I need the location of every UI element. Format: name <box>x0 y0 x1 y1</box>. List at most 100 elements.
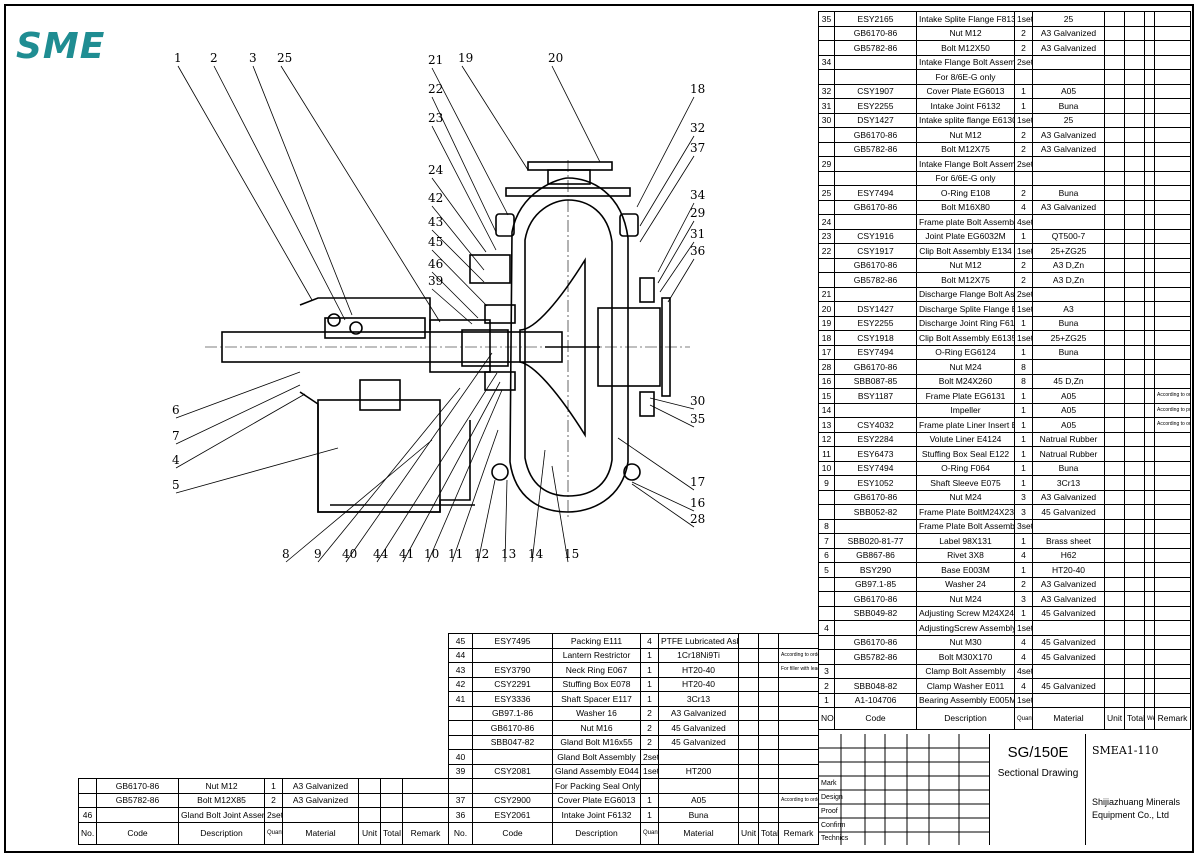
mt-cell: 41 <box>448 691 473 707</box>
callout-number: 18 <box>690 82 705 96</box>
mt-cell: Neck Ring E067 <box>552 662 641 678</box>
rt-cell <box>1154 40 1191 56</box>
rt-cell <box>1154 83 1191 99</box>
rt-cell <box>1154 228 1191 244</box>
rt-cell: GB6170-86 <box>834 359 917 375</box>
leader-line <box>461 65 529 171</box>
rt-cell <box>1124 112 1145 128</box>
mt-cell <box>778 633 819 649</box>
mt-cell <box>758 807 779 823</box>
mt-h-desc: Description <box>552 821 641 845</box>
rt-cell <box>1104 315 1125 331</box>
mt-cell <box>738 720 759 736</box>
callout-number: 35 <box>690 412 705 426</box>
rt-cell: Bolt M12X50 <box>916 40 1015 56</box>
rt-cell <box>818 127 835 143</box>
mt-cell <box>738 807 759 823</box>
rt-cell: O-Ring E108 <box>916 185 1015 201</box>
rt-cell: Label 98X131 <box>916 533 1015 549</box>
rt-cell: 32 <box>818 83 835 99</box>
rt-cell: 7 <box>818 533 835 549</box>
lt-cell <box>358 807 381 823</box>
mt-cell: 43 <box>448 662 473 678</box>
callout-number: 29 <box>690 206 705 220</box>
rt-cell: Nut M24 <box>916 359 1015 375</box>
rt-cell: 22 <box>818 243 835 259</box>
mt-cell <box>758 647 779 663</box>
rt-cell <box>1124 649 1145 665</box>
lt-cell: Gland Bolt Joint Assembly <box>178 807 265 823</box>
callout-number: 43 <box>428 215 443 229</box>
lt-cell <box>358 778 381 794</box>
rt-cell <box>1104 620 1125 636</box>
rt-cell <box>1104 243 1125 259</box>
rt-cell <box>1144 228 1155 244</box>
leader-line <box>252 65 353 316</box>
mt-cell <box>758 734 779 750</box>
mt-cell <box>738 633 759 649</box>
mt-cell: CSY2291 <box>472 676 553 692</box>
rt-cell: 24 <box>818 214 835 230</box>
mt-cell <box>448 720 473 736</box>
callout-number: 34 <box>690 188 706 202</box>
rt-cell <box>1104 141 1125 157</box>
callout-number: 11 <box>448 547 463 561</box>
rt-cell: 3 <box>1014 504 1033 520</box>
rt-cell: A3 Galvanized <box>1032 576 1105 592</box>
rt-cell: 45 Galvanized <box>1032 678 1105 694</box>
mt-cell: 1 <box>640 676 659 692</box>
rt-cell <box>818 504 835 520</box>
rt-cell <box>1124 562 1145 578</box>
rt-cell: 29 <box>818 156 835 172</box>
lt-cell <box>402 792 449 808</box>
leader-line <box>531 449 546 563</box>
rt-cell <box>1144 286 1155 302</box>
leader-line <box>551 465 569 563</box>
rt-cell <box>1014 170 1033 186</box>
rt-cell: 1 <box>1014 431 1033 447</box>
rt-cell: 1 <box>1014 562 1033 578</box>
rt-cell <box>1124 475 1145 491</box>
rt-cell <box>1154 649 1191 665</box>
rt-cell: GB5782-86 <box>834 649 917 665</box>
rt-cell <box>1104 417 1125 433</box>
rt-cell: SBB052-82 <box>834 504 917 520</box>
rt-cell <box>1144 518 1155 534</box>
rt-cell: A3 Galvanized <box>1032 40 1105 56</box>
rt-cell: GB6170-86 <box>834 591 917 607</box>
mt-cell <box>778 705 819 721</box>
rt-cell <box>1144 402 1155 418</box>
callout-number: 15 <box>564 547 579 561</box>
rt-cell <box>1124 359 1145 375</box>
rt-cell: A05 <box>1032 388 1105 404</box>
rt-cell: 25 <box>1032 112 1105 128</box>
mt-cell <box>778 676 819 692</box>
rt-cell: 1 <box>1014 344 1033 360</box>
lt-cell: 46 <box>78 807 97 823</box>
rt-cell <box>1104 199 1125 215</box>
leader-line <box>431 177 487 253</box>
rt-cell: 3 <box>1014 489 1033 505</box>
lt-cell <box>402 778 449 794</box>
rt-cell: 1set <box>1014 112 1033 128</box>
rt-cell: Natrual Rubber <box>1032 446 1105 462</box>
rt-cell <box>1154 214 1191 230</box>
rt-cell <box>834 69 917 85</box>
mt-cell <box>758 778 779 794</box>
lt-cell: 2sets <box>264 807 283 823</box>
rt-cell <box>818 25 835 41</box>
rt-cell <box>818 170 835 186</box>
rt-cell: 45 Galvanized <box>1032 605 1105 621</box>
callout-number: 36 <box>690 244 705 258</box>
callout-number: 40 <box>342 547 357 561</box>
mt-cell <box>472 778 553 794</box>
